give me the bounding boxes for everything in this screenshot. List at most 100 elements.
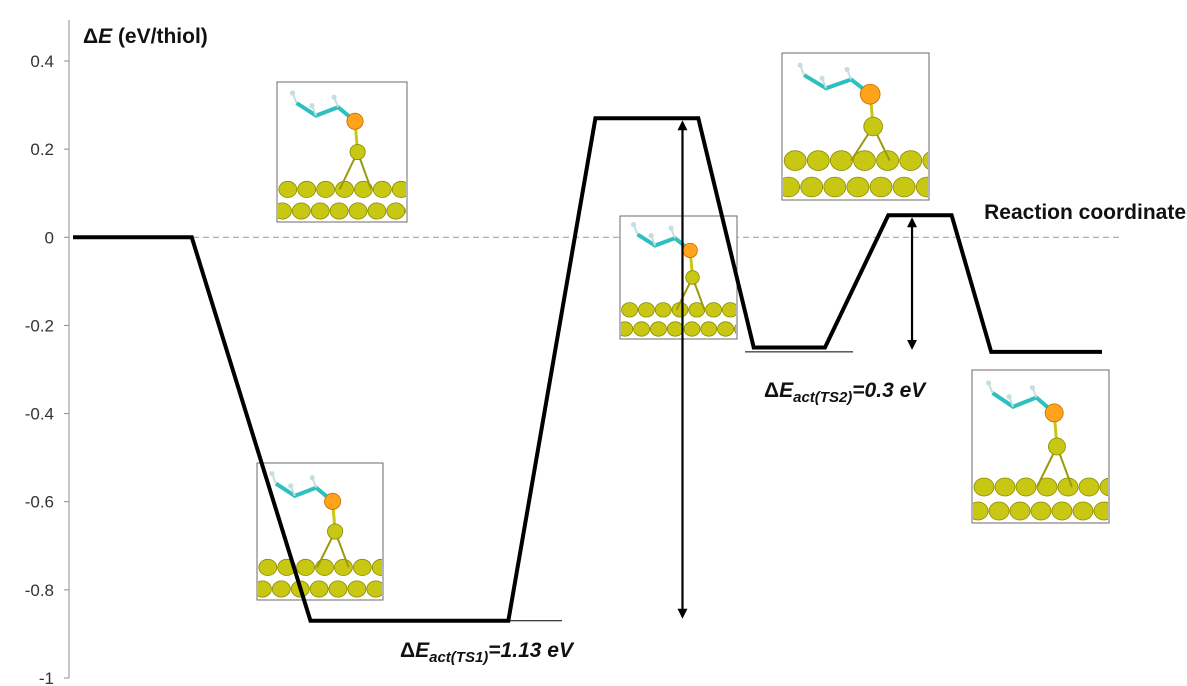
- gold-atom: [372, 180, 392, 198]
- gold-atom: [297, 180, 317, 198]
- y-tick-label: -0.4: [25, 405, 54, 424]
- hydrogen-atom: [331, 94, 337, 100]
- gold-adatom: [327, 523, 344, 540]
- hydrogen-atom: [1029, 384, 1035, 391]
- gold-atom: [1078, 477, 1100, 497]
- gold-atom: [329, 202, 349, 220]
- gold-atom: [830, 150, 853, 171]
- gold-atom: [1015, 477, 1037, 497]
- gold-atom: [278, 180, 298, 198]
- sulfur-atom: [682, 242, 698, 259]
- activation-annotations: [395, 120, 918, 622]
- gold-atom: [291, 202, 311, 220]
- gold-atom: [783, 150, 807, 171]
- gold-atom: [1030, 501, 1052, 521]
- y-tick-label: 0.2: [30, 140, 54, 159]
- gold-atom: [310, 202, 330, 220]
- gold-atom: [700, 321, 718, 337]
- gold-atom: [1009, 501, 1031, 521]
- gold-atom: [722, 302, 736, 318]
- gold-atom: [367, 202, 387, 220]
- gold-atom: [806, 150, 830, 171]
- sulfur-atom: [859, 83, 881, 105]
- inset-intermediate: [619, 215, 738, 340]
- gold-atom: [973, 501, 989, 521]
- gold-atom: [386, 202, 406, 220]
- gold-atom: [994, 477, 1016, 497]
- y-tick-labels: 0.40.20-0.2-0.4-0.6-0.8-1: [25, 52, 54, 686]
- gold-atom: [621, 302, 638, 318]
- gold-atom: [1051, 501, 1073, 521]
- hydrogen-atom: [269, 470, 275, 477]
- gold-atom: [892, 176, 916, 198]
- gold-atom: [650, 321, 667, 337]
- gold-atom: [823, 176, 847, 198]
- gold-atom: [853, 150, 876, 171]
- hydrogen-atom: [985, 380, 992, 386]
- hydrogen-atom: [797, 62, 803, 68]
- gold-atom: [333, 558, 353, 576]
- gold-atom: [988, 501, 1010, 521]
- hydrogen-atom: [309, 103, 315, 109]
- gold-atom: [1072, 501, 1094, 521]
- gold-atom: [348, 202, 368, 220]
- gold-atom: [1093, 501, 1108, 521]
- inset-final-state: [971, 369, 1110, 524]
- gold-atom: [846, 176, 870, 198]
- gold-atom: [328, 580, 348, 598]
- energy-profile-series: [73, 116, 1102, 623]
- gold-atom: [352, 558, 372, 576]
- gold-atom: [654, 302, 672, 318]
- gold-atom: [734, 324, 736, 334]
- inset-adsorbed-state: [256, 462, 384, 601]
- gold-adatom: [349, 143, 366, 161]
- gold-atom: [633, 321, 650, 337]
- inset-transition-state-2: [781, 52, 930, 201]
- gold-atom: [347, 580, 367, 598]
- gold-atom: [717, 321, 734, 337]
- gold-adatom: [1048, 437, 1066, 456]
- gold-atom: [899, 150, 923, 171]
- hydrogen-atom: [668, 225, 674, 231]
- gold-atom: [800, 176, 824, 198]
- axis-group: [64, 20, 1122, 679]
- gold-atom: [683, 321, 701, 337]
- gold-atom: [271, 580, 291, 598]
- molecular-structure-insets: [256, 52, 1110, 601]
- gold-atom: [973, 477, 995, 497]
- inset-transition-state-1: [276, 81, 408, 223]
- hydrogen-atom: [648, 232, 654, 239]
- annotation-ts2-label: ΔEact(TS2)=0.3 eV: [764, 379, 927, 406]
- gold-atom: [278, 202, 292, 220]
- y-tick-label: 0.4: [30, 52, 54, 71]
- hydrogen-atom: [844, 66, 850, 73]
- hydrogen-atom: [1006, 394, 1012, 400]
- gold-atom: [258, 580, 272, 598]
- gold-atom: [353, 180, 373, 198]
- gold-atom: [915, 176, 928, 198]
- hydrogen-atom: [309, 475, 315, 481]
- x-axis-title: Reaction coordinate: [984, 201, 1186, 224]
- gold-atom: [1057, 477, 1079, 497]
- energy-profile-line: [73, 116, 1102, 623]
- gold-atom: [1099, 477, 1108, 497]
- y-axis-title: ΔE (eV/thiol): [83, 25, 208, 48]
- gold-atom: [638, 302, 655, 318]
- gold-atom: [783, 176, 800, 198]
- hydrogen-atom: [630, 221, 637, 228]
- gold-atom: [371, 558, 382, 576]
- gold-atom: [391, 180, 406, 198]
- sulfur-atom: [346, 112, 364, 130]
- hydrogen-atom: [288, 483, 294, 489]
- gold-atom: [621, 321, 634, 337]
- y-tick-label: -0.2: [25, 316, 54, 335]
- gold-atom: [335, 180, 354, 198]
- gold-atom: [869, 176, 893, 198]
- hydrogen-atom: [289, 90, 296, 96]
- gold-atom: [705, 302, 722, 318]
- sulfur-atom: [1044, 403, 1064, 423]
- gold-adatom: [863, 116, 883, 137]
- y-tick-label: -1: [39, 669, 54, 686]
- gold-atom: [316, 180, 336, 198]
